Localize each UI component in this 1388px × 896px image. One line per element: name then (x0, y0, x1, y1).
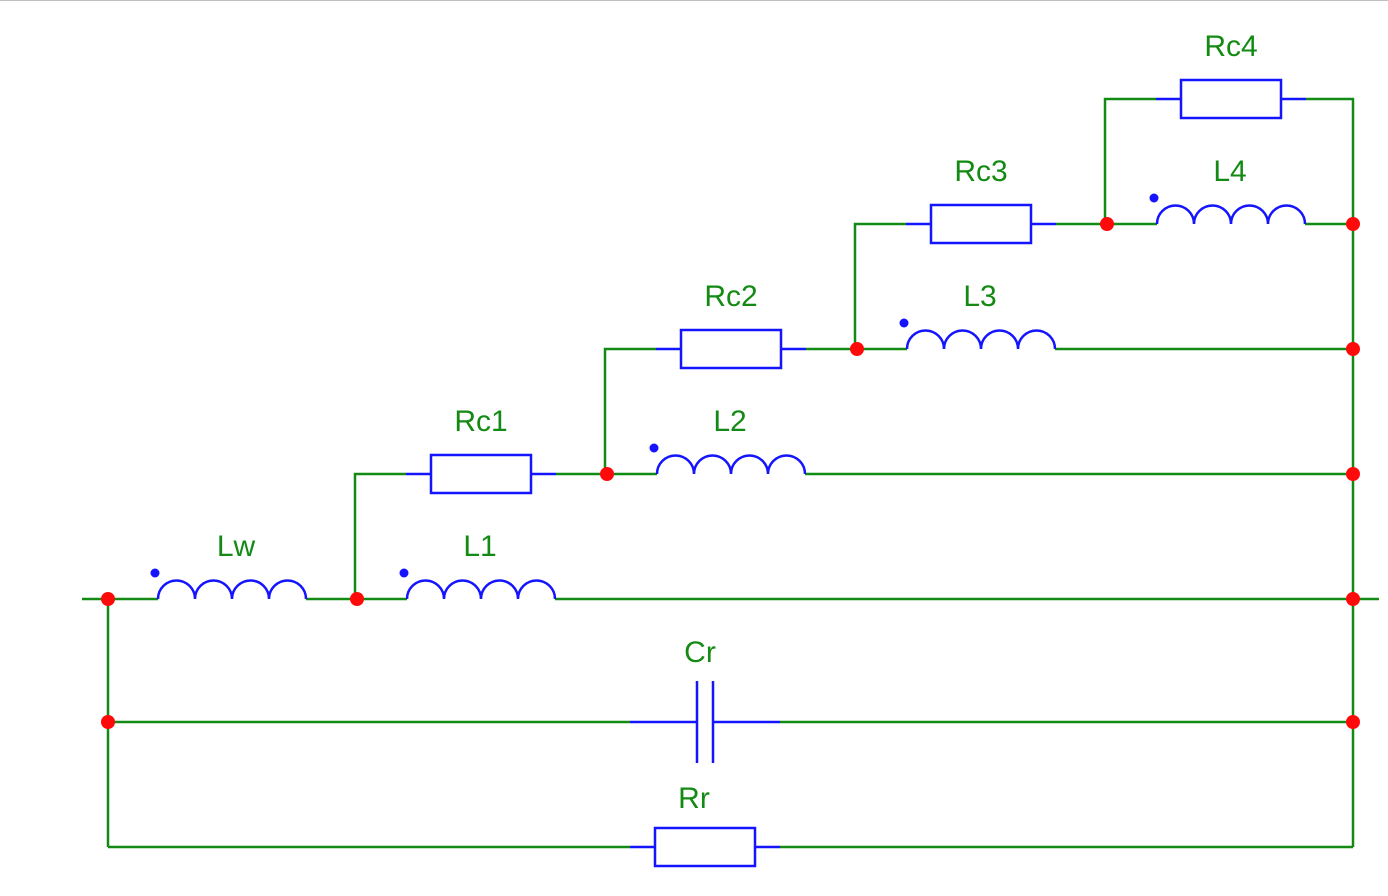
shunt-wire (1306, 97, 1355, 224)
components (150, 78, 1307, 868)
shunt-wire (853, 222, 906, 349)
wires (82, 97, 1379, 849)
junction-node (350, 592, 364, 606)
junction-nodes (101, 217, 1360, 729)
resistor-body (1179, 78, 1283, 120)
resistor-body (653, 826, 757, 868)
label-rr: Rr (678, 782, 710, 815)
resistor-body (929, 203, 1033, 245)
resistor-rc2 (656, 328, 806, 370)
label-l4: L4 (1213, 155, 1246, 188)
inductor-coil (156, 579, 308, 600)
polarity-dot-icon (150, 568, 160, 578)
label-cr: Cr (684, 636, 716, 669)
inductor-l2 (649, 443, 807, 475)
label-l2: L2 (713, 405, 746, 438)
inductor-l1 (399, 568, 557, 600)
label-rc2: Rc2 (704, 280, 757, 313)
polarity-dot-icon (1149, 193, 1159, 203)
inductor-coil (905, 329, 1057, 350)
inductor-coil (405, 579, 557, 600)
resistor-body (429, 453, 533, 495)
polarity-dot-icon (899, 318, 909, 328)
junction-node (1100, 217, 1114, 231)
polarity-dot-icon (399, 568, 409, 578)
inductor-coil (1155, 204, 1307, 225)
window-top-border (0, 0, 1388, 2)
resistor-rc4 (1156, 78, 1306, 120)
junction-node (1346, 592, 1360, 606)
label-lw: Lw (217, 530, 256, 563)
resistor-rr (630, 826, 780, 868)
label-l3: L3 (963, 280, 996, 313)
inductor-lw (150, 568, 308, 600)
label-l1: L1 (463, 530, 496, 563)
junction-node (850, 342, 864, 356)
capacitor-cr (630, 681, 780, 763)
junction-node (1346, 342, 1360, 356)
junction-node (1346, 715, 1360, 729)
resistor-rc3 (906, 203, 1056, 245)
label-rc4: Rc4 (1204, 30, 1257, 63)
junction-node (101, 592, 115, 606)
junction-node (101, 715, 115, 729)
inductor-l4 (1149, 193, 1307, 225)
junction-node (600, 467, 614, 481)
resistor-body (679, 328, 783, 370)
inductor-coil (655, 454, 807, 475)
inductor-l3 (899, 318, 1057, 350)
shunt-wire (1103, 97, 1156, 224)
polarity-dot-icon (649, 443, 659, 453)
resistor-rc1 (406, 453, 556, 495)
shunt-wire (353, 472, 406, 599)
label-rc1: Rc1 (454, 405, 507, 438)
shunt-wire (603, 347, 656, 474)
junction-node (1346, 217, 1360, 231)
label-rc3: Rc3 (954, 155, 1007, 188)
junction-node (1346, 467, 1360, 481)
